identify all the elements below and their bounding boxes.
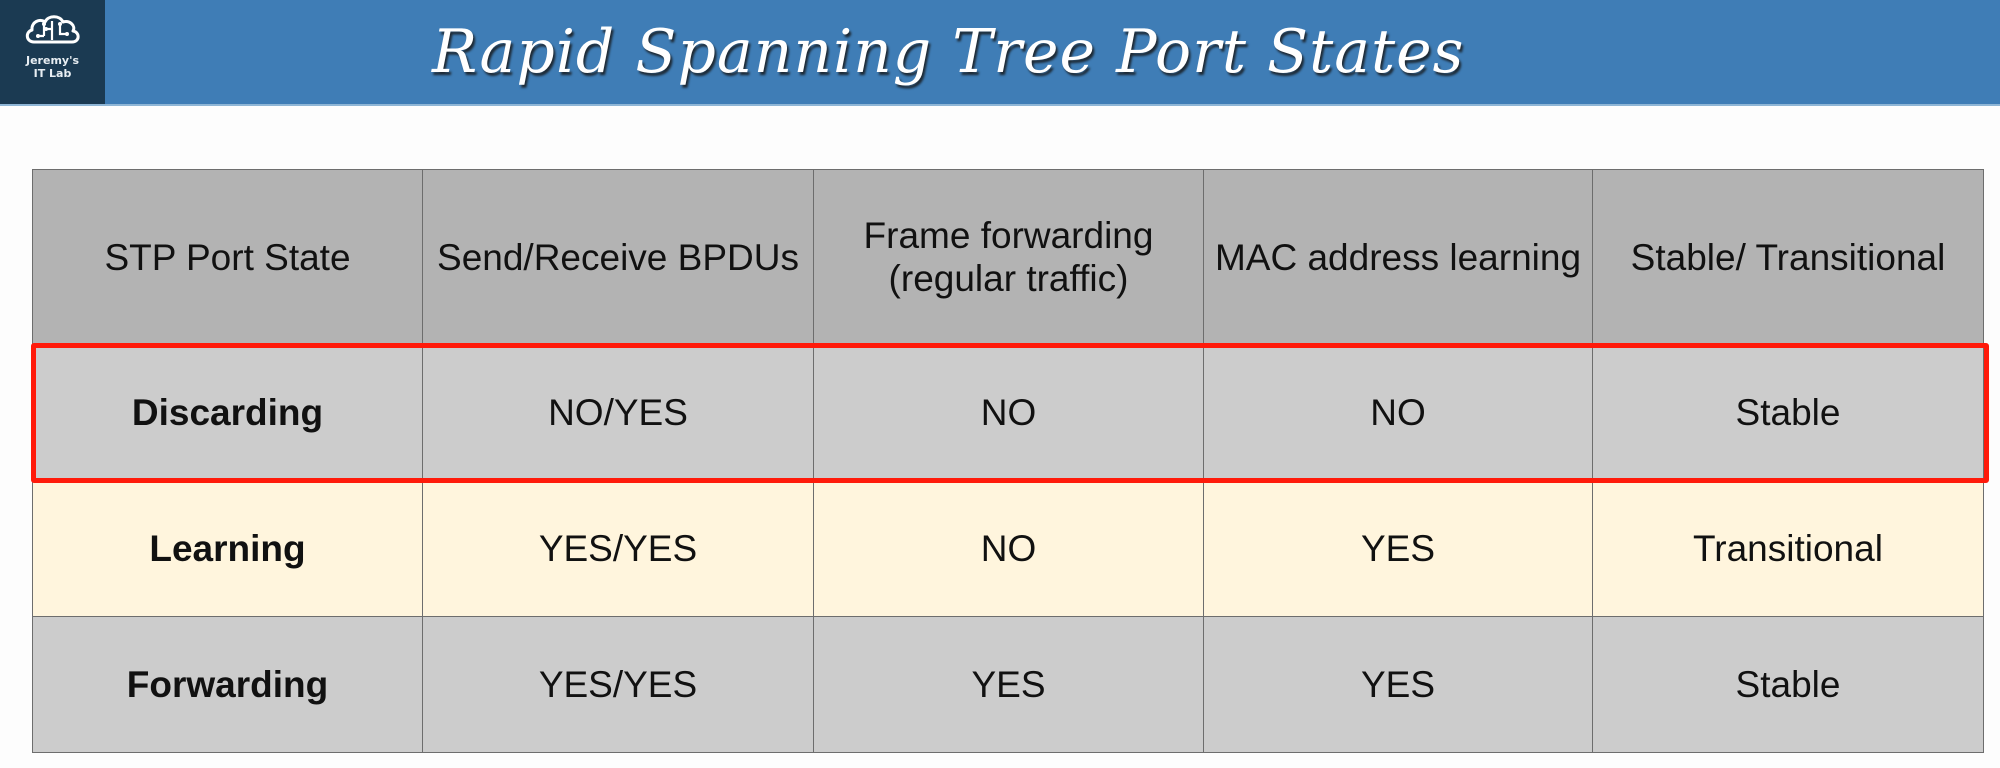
stability-cell: Stable xyxy=(1592,616,1984,753)
forwarding-cell: YES xyxy=(813,616,1204,753)
column-header-frame-forwarding: Frame forwarding (regular traffic) xyxy=(813,169,1204,345)
column-header-send-receive-bpdus: Send/Receive BPDUs xyxy=(422,169,814,345)
stability-cell: Stable xyxy=(1592,344,1984,481)
bpdus-cell: YES/YES xyxy=(422,616,814,753)
mac-learning-cell: NO xyxy=(1203,344,1593,481)
logo-line-1: Jeremy's xyxy=(26,54,79,67)
column-header-stable-transitional: Stable/ Transitional xyxy=(1592,169,1984,345)
logo-line-2: IT Lab xyxy=(33,67,72,80)
table-row-discarding: Discarding NO/YES NO NO Stable xyxy=(32,344,1984,481)
bpdus-cell: NO/YES xyxy=(422,344,814,481)
cloud-circuit-icon xyxy=(25,15,80,44)
title-bar: Jeremy's IT Lab Rapid Spanning Tree Port… xyxy=(0,0,2000,106)
mac-learning-cell: YES xyxy=(1203,616,1593,753)
slide-title: Rapid Spanning Tree Port States xyxy=(432,17,1465,87)
logo: Jeremy's IT Lab xyxy=(0,0,105,104)
state-name: Learning xyxy=(32,480,423,617)
bpdus-cell: YES/YES xyxy=(422,480,814,617)
column-header-stp-port-state: STP Port State xyxy=(32,169,423,345)
mac-learning-cell: YES xyxy=(1203,480,1593,617)
stability-cell: Transitional xyxy=(1592,480,1984,617)
forwarding-cell: NO xyxy=(813,480,1204,617)
column-header-mac-learning: MAC address learning xyxy=(1203,169,1593,345)
forwarding-cell: NO xyxy=(813,344,1204,481)
state-name: Forwarding xyxy=(32,616,423,753)
table-header-row: STP Port State Send/Receive BPDUs Frame … xyxy=(32,169,1984,345)
state-name: Discarding xyxy=(32,344,423,481)
table-row-learning: Learning YES/YES NO YES Transitional xyxy=(32,480,1984,617)
table-row-forwarding: Forwarding YES/YES YES YES Stable xyxy=(32,616,1984,753)
logo-text: Jeremy's IT Lab xyxy=(26,54,79,80)
port-states-table: STP Port State Send/Receive BPDUs Frame … xyxy=(32,169,1984,753)
